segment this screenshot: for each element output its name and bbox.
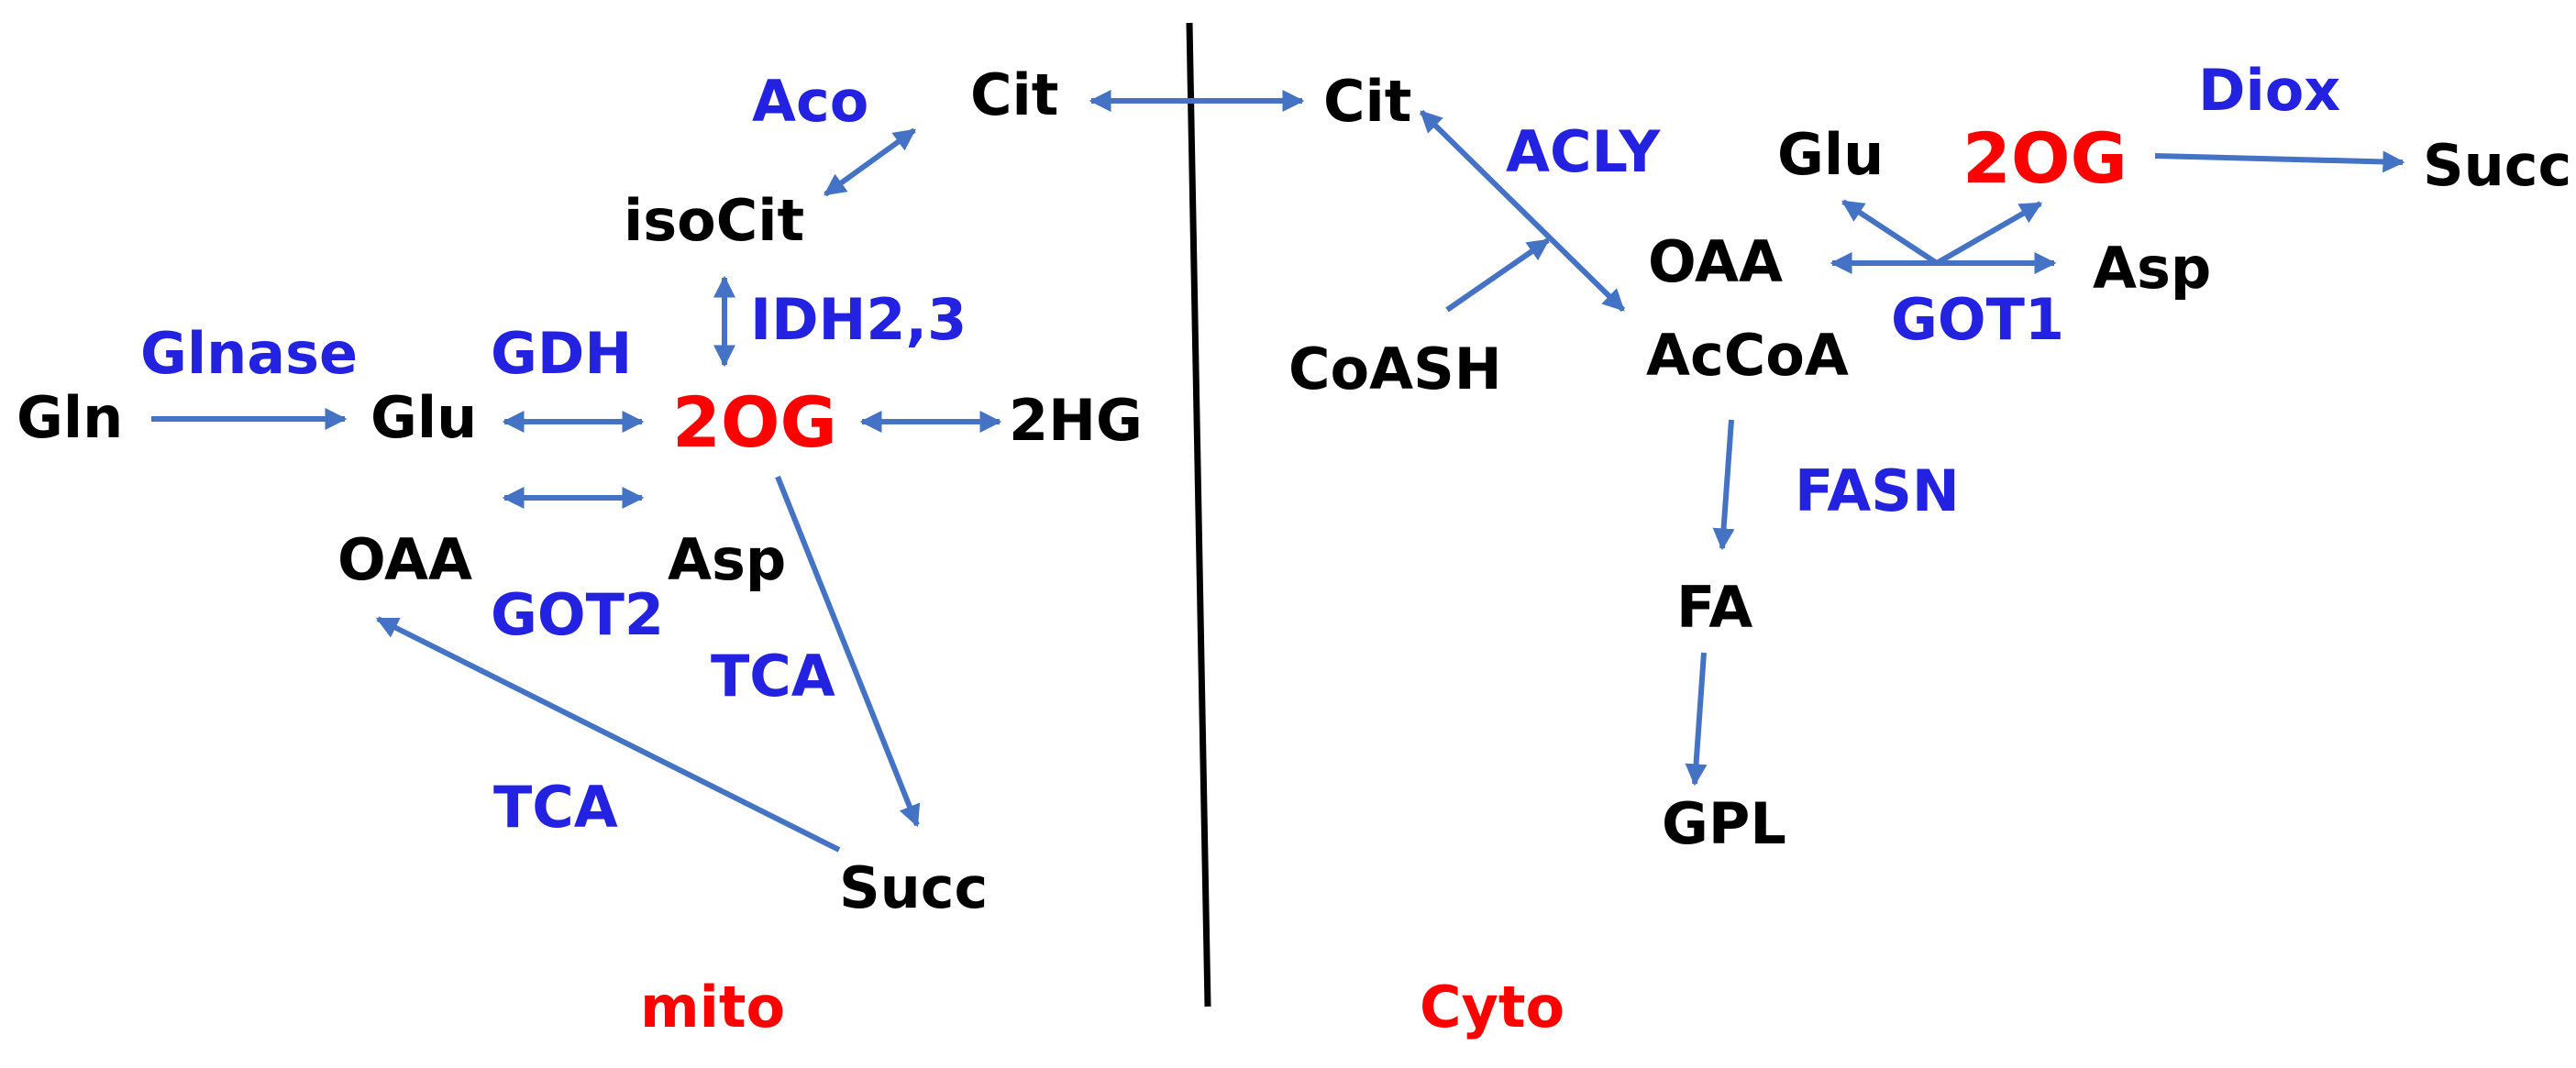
enzyme-gdh: GDH [491,320,633,387]
membrane-divider [1186,22,1211,1007]
metabolite-asp-cyto: Asp [2093,235,2212,302]
metabolite-cit-cyto: Cit [1323,68,1412,135]
metabolite-2hg: 2HG [1009,387,1143,454]
metabolite-oaa-mito: OAA [337,526,473,593]
enzyme-acly: ACLY [1506,118,1661,185]
metabolite-succ-cyto: Succ [2423,132,2572,199]
metabolite-asp-mito: Asp [668,526,787,593]
enzyme-got2: GOT2 [491,581,665,648]
metabolite-succ-mito: Succ [839,854,989,921]
arrow-cit-isocit [824,127,916,197]
metabolite-cit-mito: Cit [970,61,1059,128]
metabolite-glu-cyto: Glu [1777,121,1885,188]
metabolite-gln: Gln [17,384,124,451]
enzyme-fasn: FASN [1795,457,1960,524]
arrow-acly-cit-accoa [1419,109,1626,313]
enzyme-tca-upper: TCA [711,643,835,710]
arrow-succ-to-oaa [375,616,841,853]
enzyme-idh: IDH2,3 [750,286,967,353]
metabolite-glu-mito: Glu [370,384,478,451]
arrow-2og-to-succ [775,475,921,828]
metabolite-isocit: isoCit [624,187,805,254]
metabolite-2og-mito: 2OG [672,381,837,463]
compartment-label-mito: mito [640,974,786,1040]
arrow-accoa-to-fa [1712,419,1735,551]
metabolite-oaa-cyto: OAA [1648,228,1784,295]
compartment-label-cyto: Cyto [1420,974,1565,1040]
arrow-fa-to-gpl [1685,652,1708,787]
arrow-got1-to-2og [1935,201,2043,266]
metabolite-2og-cyto: 2OG [1962,117,2128,199]
enzyme-glnase: Glnase [140,320,359,387]
metabolite-fa: FA [1676,574,1753,641]
metabolite-coash: CoASH [1288,336,1502,402]
arrow-2og-to-succ-diox [2154,150,2405,173]
arrow-coash-in [1445,237,1550,313]
enzyme-diox: Diox [2198,57,2341,124]
metabolite-accoa: AcCoA [1646,322,1849,389]
metabolite-gpl: GPL [1662,790,1786,857]
enzyme-got1: GOT1 [1891,286,2065,353]
enzyme-aco: Aco [752,68,869,135]
enzyme-tca-lower: TCA [493,774,618,841]
arrow-got1-to-glu [1841,199,1939,266]
